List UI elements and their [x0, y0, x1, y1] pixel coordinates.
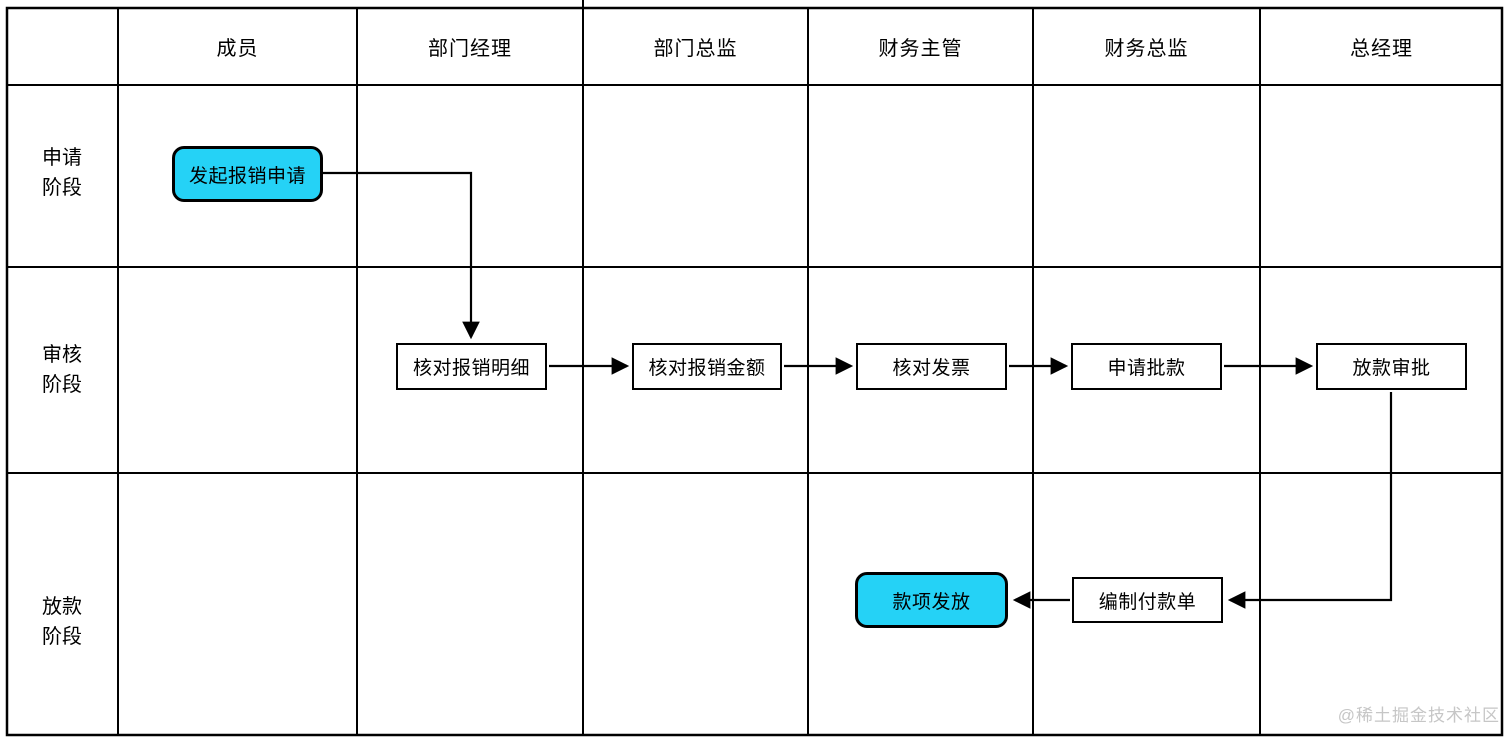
- node-prepare-payment-slip: 编制付款单: [1072, 577, 1223, 623]
- lane-header-finance-supervisor: 财务主管: [878, 38, 963, 60]
- lane-header-dept-manager: 部门经理: [428, 38, 512, 60]
- node-funds-disbursement: 款项发放: [855, 572, 1008, 628]
- node-verify-invoice: 核对发票: [856, 343, 1007, 390]
- node-initiate-reimbursement: 发起报销申请: [172, 146, 323, 202]
- node-disbursement-approval: 放款审批: [1316, 343, 1467, 390]
- lane-header-member: 成员: [216, 38, 259, 60]
- node-request-payment-approval: 申请批款: [1071, 343, 1222, 390]
- phase-label-review: 审核阶段: [42, 344, 82, 396]
- node-verify-amount: 核对报销金额: [632, 343, 782, 390]
- lane-header-dept-director: 部门总监: [653, 38, 738, 60]
- lane-header-finance-director: 财务总监: [1104, 38, 1189, 60]
- watermark: @稀土掘金技术社区: [1337, 706, 1500, 725]
- phase-label-application: 申请阶段: [42, 147, 82, 199]
- phase-label-disbursement: 放款阶段: [42, 596, 82, 648]
- lane-header-general-manager: 总经理: [1350, 38, 1413, 60]
- node-verify-details: 核对报销明细: [396, 343, 547, 390]
